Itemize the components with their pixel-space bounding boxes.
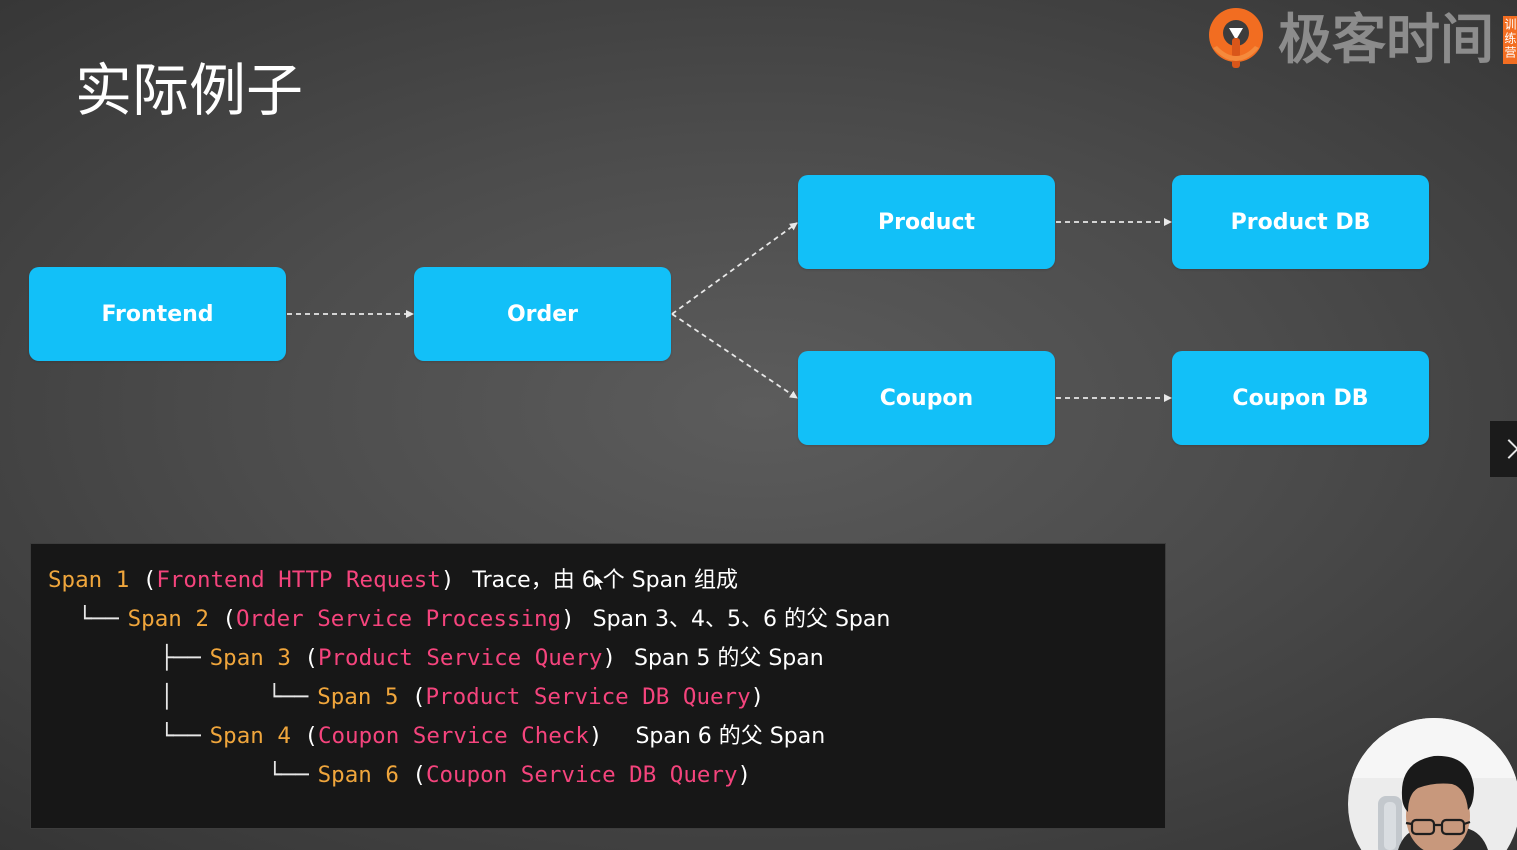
brand-badge: 训练营 — [1503, 16, 1517, 64]
slide-title: 实际例子 — [75, 58, 303, 124]
chevron-right-icon — [1499, 439, 1517, 459]
paren-open: ( — [412, 762, 426, 788]
span-name: Order Service Processing — [235, 606, 562, 632]
presenter-webcam — [1348, 718, 1517, 850]
node-coupon-db: Coupon DB — [1172, 351, 1429, 445]
tree-branch: └── — [160, 723, 201, 749]
mouse-cursor-icon — [593, 572, 606, 592]
trace-line-span-3: ├── Span 3 (Product Service Query) Span 5 的… — [31, 639, 1165, 678]
node-product: Product — [798, 175, 1055, 269]
span-label: Span 6 — [317, 762, 399, 788]
tree-branch: └── — [267, 684, 309, 710]
paren-open: ( — [304, 723, 318, 749]
span-label: Span 3 — [209, 645, 291, 671]
node-order: Order — [414, 267, 671, 361]
paren-open: ( — [142, 567, 157, 593]
span-name: Product Service DB Query — [425, 684, 751, 710]
arrow-order-to-product — [671, 222, 798, 315]
presenter-glasses — [1405, 818, 1471, 836]
span-name: Coupon Service Check — [317, 723, 589, 749]
paren-close: ) — [588, 723, 603, 749]
paren-open: ( — [411, 684, 426, 710]
brand-badge-text: 训练营 — [1503, 18, 1517, 60]
paren-close: ) — [561, 606, 575, 632]
tree-pipe: │ — [160, 684, 174, 710]
span-label: Span 5 — [317, 684, 399, 710]
paren-open: ( — [222, 606, 236, 632]
trace-line-span-2: └── Span 2 (Order Service Processing) Span … — [31, 600, 1165, 639]
span-note: Span 3、4、5、6 的父 Span — [592, 607, 891, 632]
trace-line-span-4: └── Span 4 (Coupon Service Check) Span 6 的父… — [31, 717, 1165, 756]
paren-close: ) — [602, 645, 616, 671]
arrow-order-to-coupon — [671, 313, 798, 399]
trace-line-span-5: │ └── Span 5 (Product Service DB Query) — [31, 678, 1165, 717]
span-label: Span 2 — [127, 606, 209, 632]
span-name: Product Service Query — [317, 645, 603, 671]
span-label: Span 4 — [209, 723, 291, 749]
paren-open: ( — [304, 645, 318, 671]
span-label: Span 1 — [48, 567, 130, 593]
presenter-hair — [1401, 755, 1474, 812]
span-name: Frontend HTTP Request — [156, 567, 441, 593]
node-coupon: Coupon — [798, 351, 1055, 445]
node-frontend: Frontend — [29, 267, 286, 361]
paren-close: ) — [440, 567, 455, 593]
tree-branch: └── — [268, 762, 309, 788]
trace-line-span-1: Span 1 (Frontend HTTP Request) Trace，由 6 个… — [31, 561, 1165, 600]
span-note: Span 6 的父 Span — [635, 724, 826, 749]
paren-close: ) — [750, 684, 765, 710]
tree-branch: └── — [78, 606, 119, 632]
span-name: Coupon Service DB Query — [425, 762, 738, 788]
tree-branch: ├── — [160, 645, 201, 671]
paren-close: ) — [737, 762, 752, 788]
geektime-logo-icon — [1209, 8, 1263, 68]
span-note: Trace，由 6 个 Span 组成 — [472, 568, 739, 593]
next-slide-button[interactable] — [1490, 421, 1517, 477]
trace-line-span-6: └── Span 6 (Coupon Service DB Query) — [31, 756, 1165, 795]
span-note: Span 5 的父 Span — [634, 646, 824, 671]
trace-code-block: Span 1(Frontend HTTP Request)Trace，由 6 个… — [30, 543, 1166, 829]
node-product-db: Product DB — [1172, 175, 1429, 269]
brand-logo-text: 极客时间 — [1278, 8, 1494, 71]
